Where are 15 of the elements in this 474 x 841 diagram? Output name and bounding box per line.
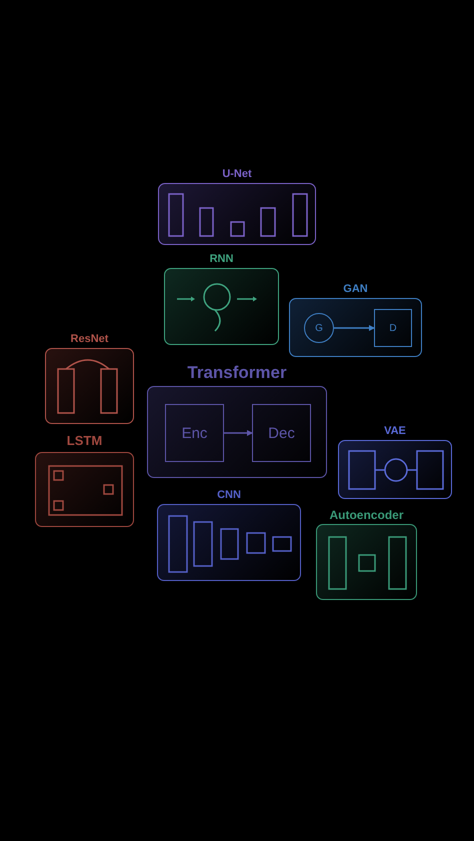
card-title: Autoencoder xyxy=(328,507,404,524)
card-title: GAN xyxy=(342,282,369,297)
arrow xyxy=(334,325,375,331)
card-title: Transformer xyxy=(186,362,288,384)
card-title: U-Net xyxy=(221,167,253,182)
card-title: LSTM xyxy=(66,432,104,450)
card-title: ResNet xyxy=(70,332,110,347)
square-node: Dec xyxy=(252,404,311,462)
card-title: VAE xyxy=(383,424,407,439)
arrow xyxy=(224,430,253,436)
card-title: RNN xyxy=(208,252,234,267)
square-node: Enc xyxy=(165,404,224,462)
square-node: D xyxy=(374,309,412,347)
card-title: CNN xyxy=(216,488,242,503)
circle-node: G xyxy=(304,313,334,343)
